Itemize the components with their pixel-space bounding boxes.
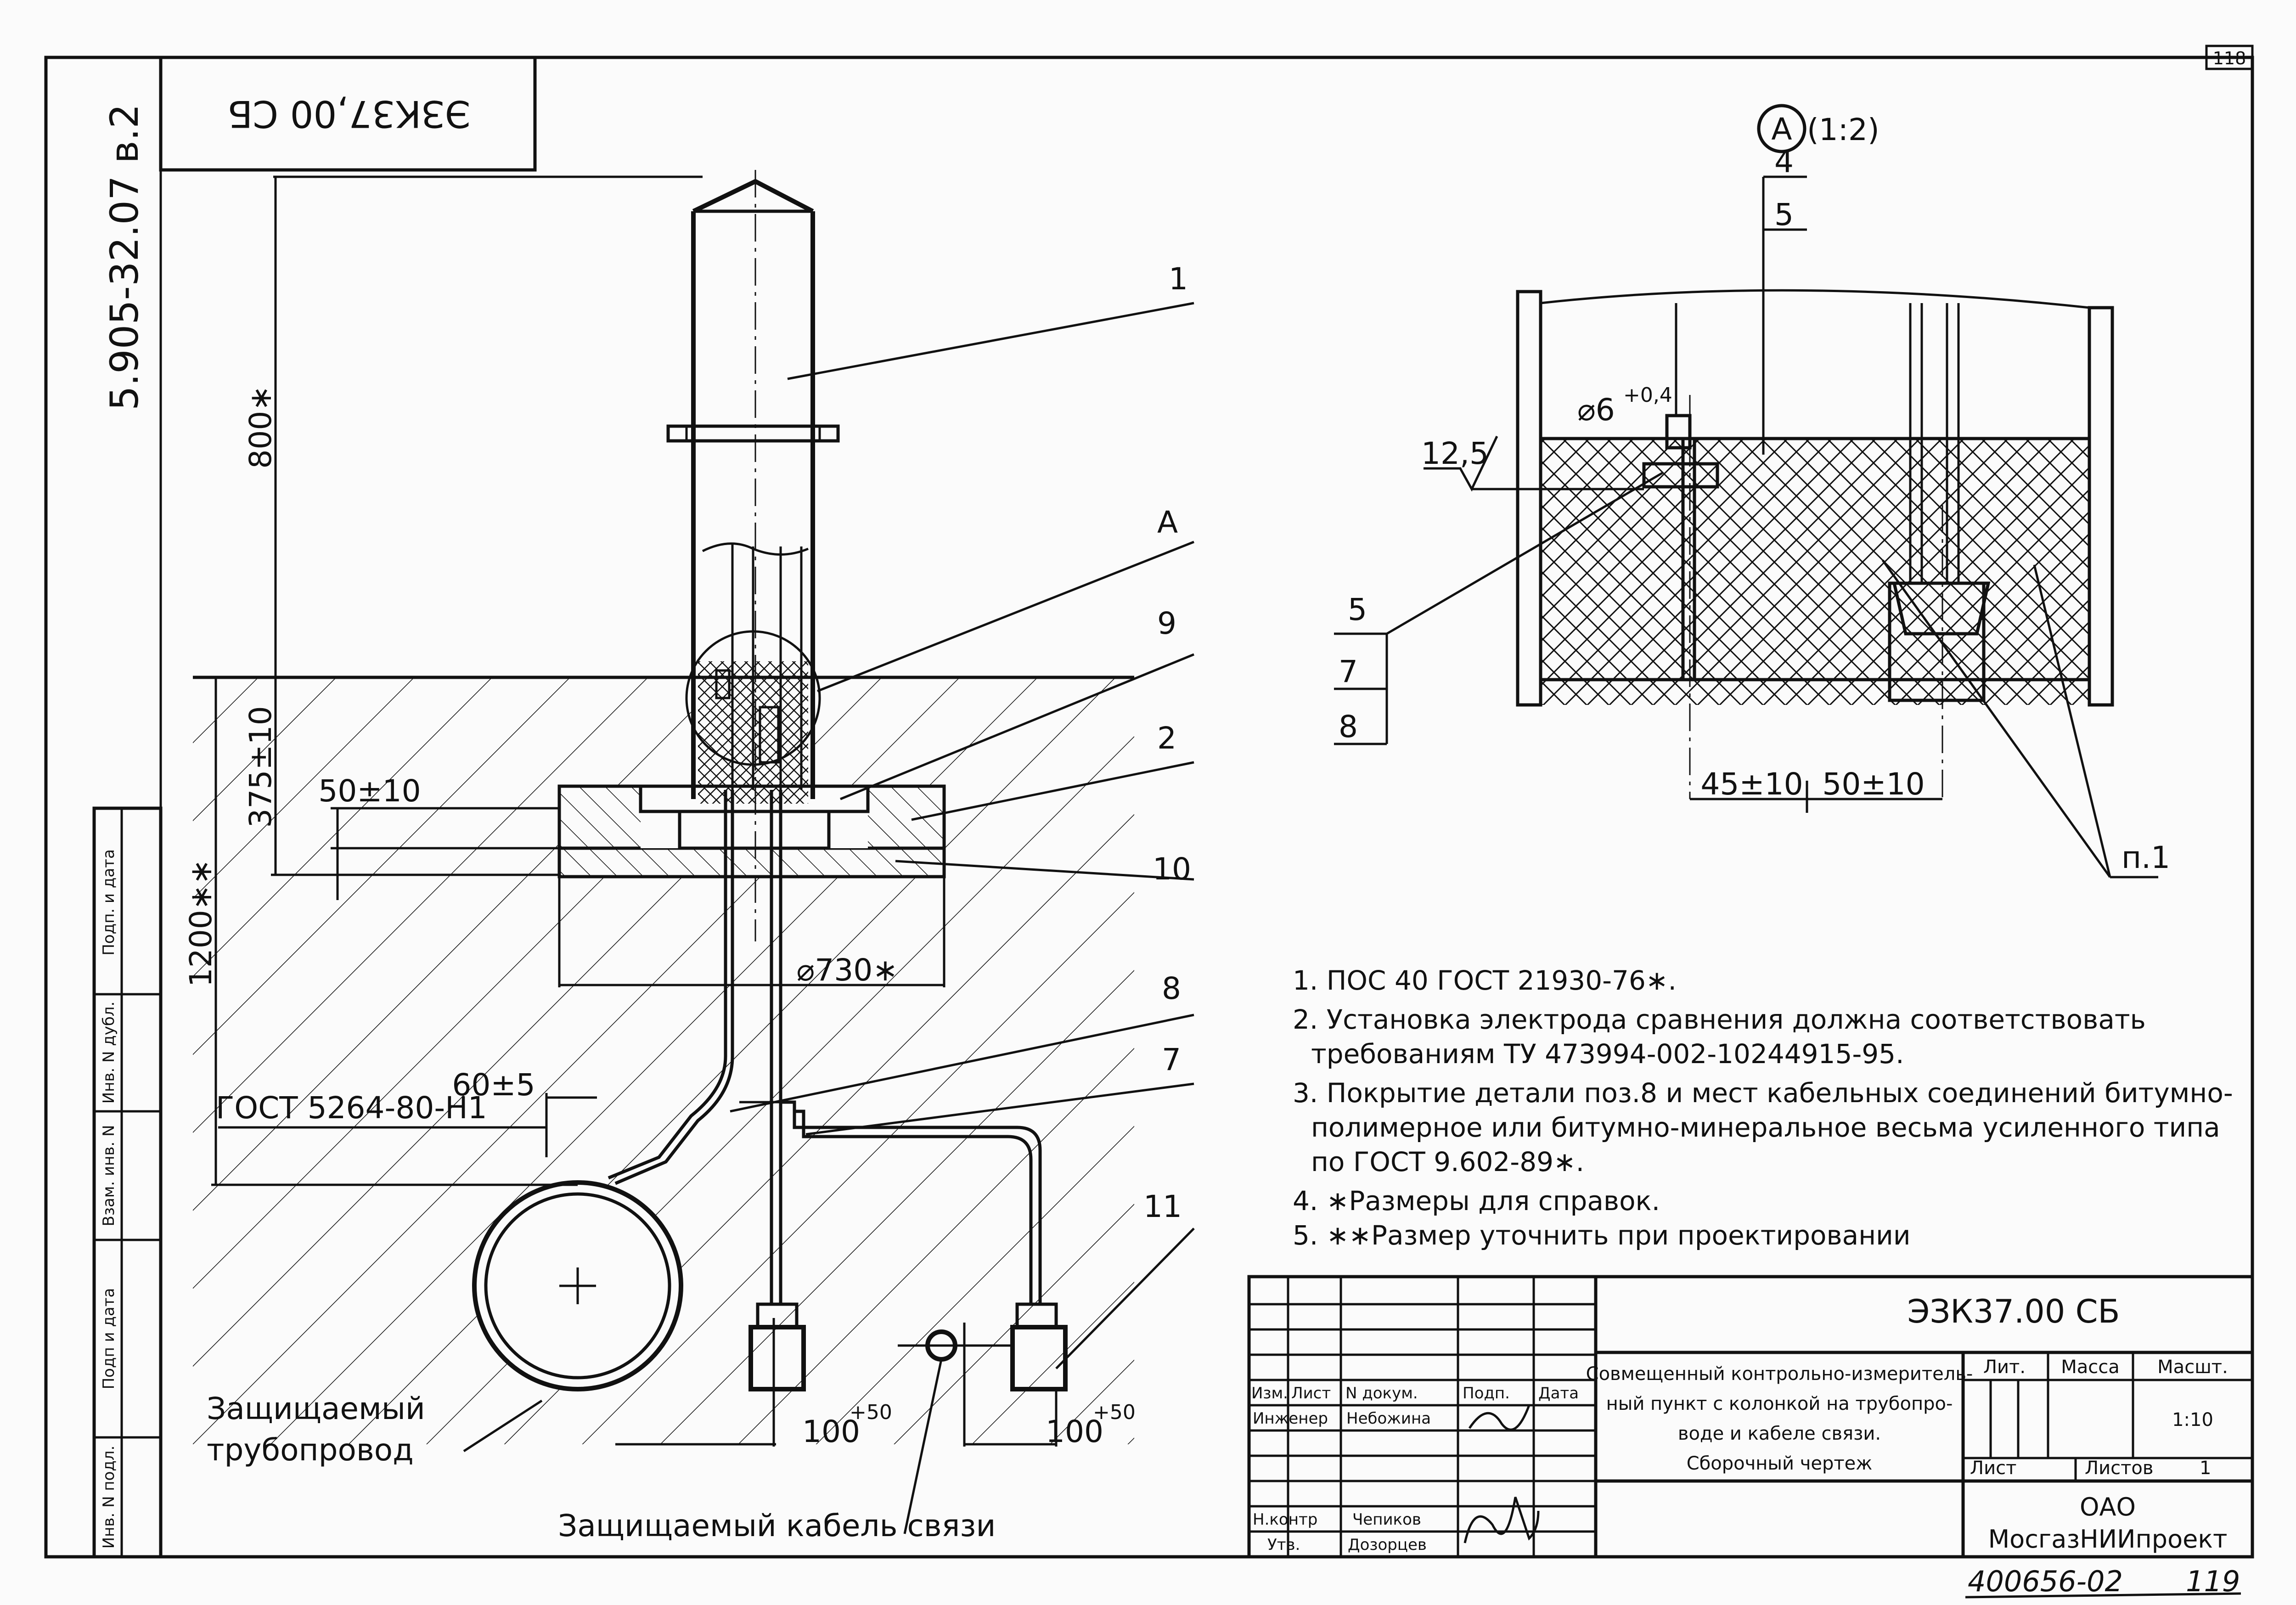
dim-50: 50±10: [318, 773, 421, 809]
sidebar-cell-vzam: Взам. инв. N: [100, 1125, 118, 1227]
tb-role-control: Н.контр: [1253, 1510, 1317, 1529]
rotated-code-box: [159, 56, 537, 172]
callout-2: 2: [1157, 721, 1176, 756]
signature-control: [1463, 1497, 1540, 1543]
note-4: 4. ∗Размеры для справок.: [1293, 1185, 1660, 1216]
note-3: 3. Покрытие детали поз.8 и мест кабельны…: [1293, 1077, 2233, 1109]
cables: [608, 790, 1042, 1304]
tb-col-sign: Подп.: [1463, 1384, 1510, 1402]
weld-gost: ГОСТ 5264-80-Н1: [216, 1090, 487, 1126]
note-2: 2. Установка электрода сравнения должна …: [1293, 1004, 2146, 1035]
detail-dim-45: 45±10: [1700, 766, 1803, 802]
leader-lines: [463, 302, 1195, 1534]
note-2b: требованиям ТУ 473994-002-10244915-95.: [1311, 1038, 1904, 1070]
detail-A-view: A (1:2) 4 5 45±10 50±10: [1334, 104, 2170, 879]
tb-col-izm: Изм.: [1251, 1384, 1288, 1402]
marker-column: [666, 170, 840, 941]
sidebar-stamps: Подп. и дата Инв. N дубл. Взам. инв. N П…: [92, 806, 163, 1559]
tb-mass: Масса: [2061, 1357, 2120, 1378]
callout-A: A: [1157, 505, 1178, 540]
pipeline: [472, 1180, 683, 1391]
detail-stack-left-5: 5: [1348, 592, 1367, 627]
page-number-box: [2205, 45, 2254, 70]
tb-col-ndoc: N докум.: [1345, 1384, 1418, 1402]
tb-scale-head: Масшт.: [2157, 1357, 2228, 1378]
tb-name-engineer: Небожина: [1346, 1409, 1431, 1428]
callout-8: 8: [1162, 971, 1181, 1006]
sidebar-cell-sign-date-2: Подп и дата: [100, 1288, 118, 1390]
detail-dim-50: 50±10: [1822, 766, 1925, 802]
detail-tolerance: +0,4: [1623, 383, 1672, 407]
label-cable: Защищаемый кабель связи: [558, 1508, 996, 1543]
detail-diameter: ⌀6: [1577, 392, 1615, 428]
dim-100-right: 100: [1046, 1414, 1103, 1449]
archive-number: 400656-02: [1968, 1565, 2123, 1598]
tb-scale-value: 1:10: [2172, 1409, 2213, 1430]
notes-block: 1. ПОС 40 ГОСТ 21930-76∗. 2. Установка э…: [1293, 965, 2233, 1251]
dim-800: 800∗: [243, 385, 278, 468]
callout-11: 11: [1143, 1189, 1182, 1224]
tb-sheets-value: 1: [2200, 1458, 2211, 1479]
sidebar-cell-inv-podl: Инв. N подл.: [100, 1446, 118, 1549]
callout-1: 1: [1169, 261, 1188, 297]
tb-title-4: Сборочный чертеж: [1687, 1453, 1873, 1474]
dim-1200: 1200∗∗: [183, 859, 219, 987]
label-pipeline-1: Защищаемый: [207, 1391, 425, 1426]
archive-underline: [1965, 1592, 2241, 1599]
dim-100-left-tol: +50: [850, 1401, 892, 1424]
note-3c: по ГОСТ 9.602-89∗.: [1311, 1146, 1584, 1177]
detail-stack-5: 5: [1774, 197, 1794, 232]
dim-730: ⌀730∗: [796, 952, 898, 988]
tb-role-engineer: Инженер: [1253, 1409, 1328, 1428]
tb-sheets: Листов: [2085, 1458, 2153, 1479]
sidebar-cell-sign-date: Подп. и дата: [100, 849, 118, 956]
detail-stack-4: 4: [1774, 144, 1794, 180]
dim-100-right-tol: +50: [1093, 1401, 1136, 1424]
note-1: 1. ПОС 40 ГОСТ 21930-76∗.: [1293, 965, 1677, 996]
tb-org-1: ОАО: [2080, 1492, 2136, 1521]
tb-sheet: Лист: [1970, 1458, 2016, 1479]
label-pipeline-2: трубопровод: [207, 1432, 414, 1468]
callout-7: 7: [1162, 1042, 1181, 1077]
sidebar-cell-inv-dubl: Инв. N дубл.: [100, 1002, 118, 1104]
callout-10: 10: [1153, 851, 1191, 887]
tb-col-list: Лист: [1291, 1384, 1331, 1402]
note-5: 5. ∗∗Размер уточнить при проектировании: [1293, 1220, 1911, 1251]
tb-lit: Лит.: [1983, 1357, 2026, 1378]
title-block: [1247, 1275, 2254, 1559]
dim-375: 375±10: [243, 706, 278, 828]
page-number: 118: [2213, 48, 2246, 68]
detail-stack-left-7: 7: [1339, 654, 1358, 689]
tb-col-date: Дата: [1538, 1384, 1579, 1402]
dim-60: 60±5: [452, 1067, 535, 1103]
detail-roughness: 12,5: [1421, 436, 1489, 471]
detail-note-ref: п.1: [2122, 840, 2170, 875]
signature-engineer: [1468, 1405, 1531, 1431]
series-code: 5.905-32.07 в.2: [102, 104, 147, 411]
protected-cable: [898, 1329, 1010, 1362]
tb-doc-code: ЭЗК37.00 СБ: [1908, 1293, 2120, 1330]
tb-title-1: Совмещенный контрольно-измеритель-: [1586, 1363, 1973, 1385]
tb-role-approve: Утв.: [1267, 1536, 1300, 1554]
tb-title-2: ный пункт с колонкой на трубопро-: [1606, 1393, 1953, 1414]
tb-name-approve: Дозорцев: [1348, 1536, 1427, 1554]
dim-100-left: 100: [802, 1414, 860, 1449]
tb-name-control: Чепиков: [1352, 1510, 1421, 1529]
callout-9: 9: [1157, 606, 1176, 641]
rotated-doc-code: ЭЗК37,00 СБ: [227, 92, 470, 135]
tb-title-3: воде и кабеле связи.: [1678, 1423, 1881, 1444]
detail-circle-label: A: [1771, 112, 1792, 147]
detail-stack-left-8: 8: [1339, 709, 1358, 744]
note-3b: полимерное или битумно-минеральное весьм…: [1311, 1112, 2220, 1143]
tb-org-2: МосгазНИИпроект: [1988, 1525, 2228, 1554]
detail-scale: (1:2): [1807, 112, 1880, 147]
dimension-lines: [211, 175, 1058, 1447]
